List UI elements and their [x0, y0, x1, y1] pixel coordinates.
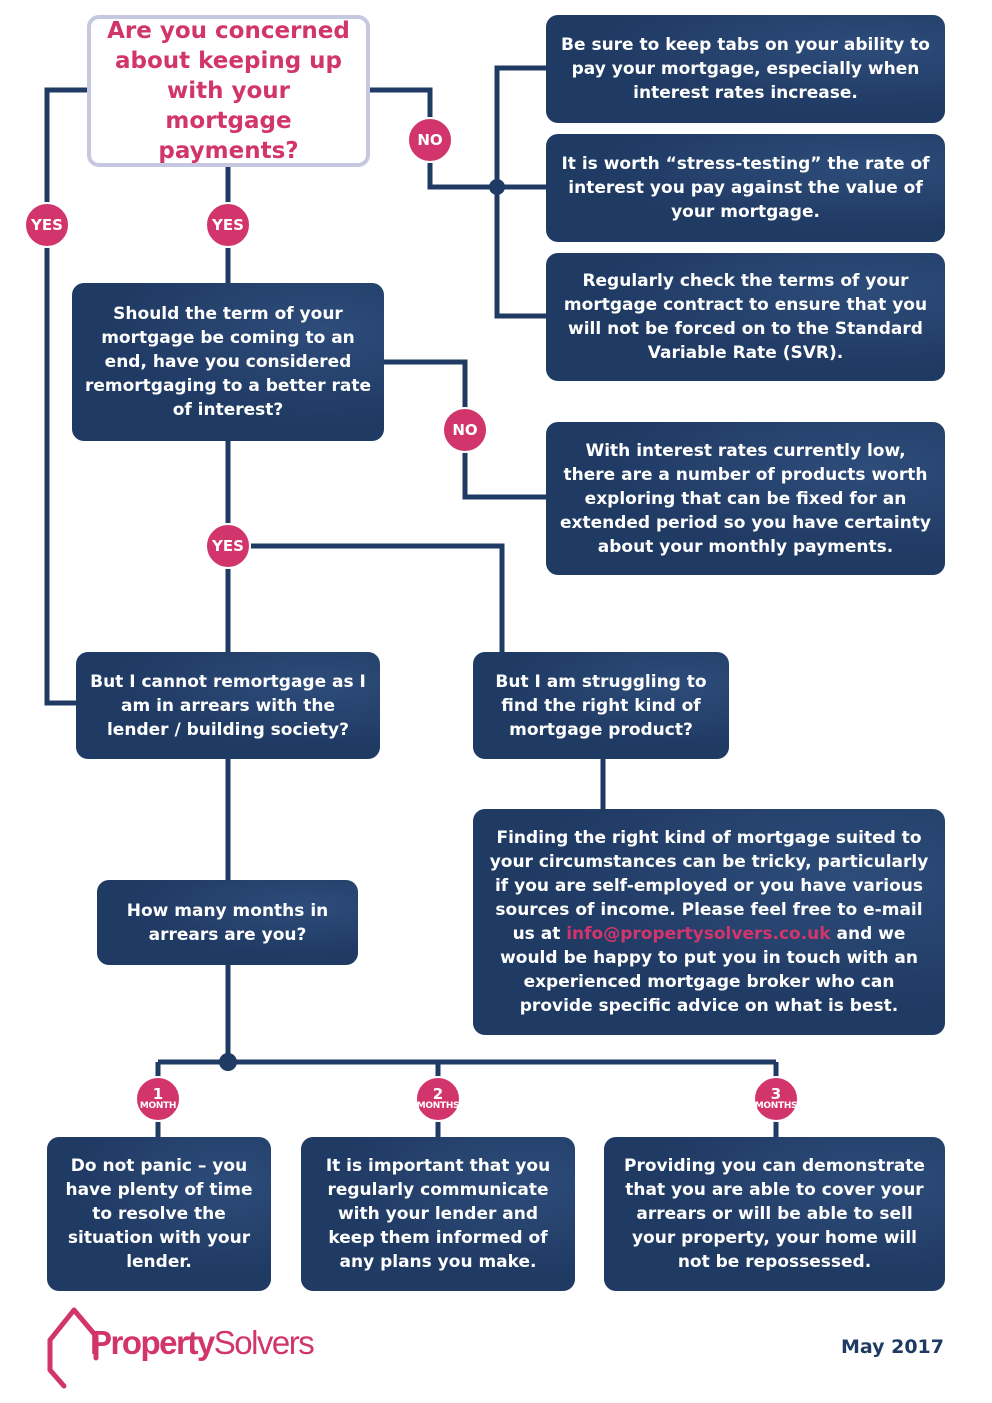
tip-keep-tabs-text: Be sure to keep tabs on your ability to … — [561, 35, 930, 103]
start-question-text: Are you concerned about keeping up with … — [107, 18, 350, 164]
badge-yes-start-label: YES — [212, 216, 244, 234]
start-question-box: Are you concerned about keeping up with … — [87, 15, 370, 167]
badge-no-remortgage-label: NO — [452, 421, 478, 439]
house-icon — [47, 1307, 99, 1389]
badge-yes-remortgage: YES — [205, 523, 251, 569]
junction-dot-tips — [489, 179, 505, 195]
badge-no-remortgage: NO — [442, 407, 488, 453]
remortgage-question-box: Should the term of your mortgage be comi… — [72, 283, 384, 441]
months-question-text: How many months in arrears are you? — [126, 900, 329, 945]
advice-part2: and we would be happy to put you in touc… — [500, 924, 918, 1016]
brand-part1: Property — [90, 1324, 215, 1361]
badge-yes-start: YES — [205, 202, 251, 248]
badge-no-start: NO — [407, 117, 453, 163]
badge-3-months: 3 MONTHS — [753, 1076, 799, 1122]
outcome-3-months-text: Providing you can demonstrate that you a… — [624, 1156, 925, 1272]
outcome-2-months-text: It is important that you regularly commu… — [325, 1156, 551, 1272]
badge-3-number: 3 — [770, 1085, 782, 1103]
badge-2-months: 2 MONTHS — [415, 1076, 461, 1122]
outcome-box-3-months: Providing you can demonstrate that you a… — [604, 1137, 945, 1291]
badge-yes-left: YES — [24, 202, 70, 248]
publication-date: May 2017 — [840, 1336, 944, 1358]
property-solvers-logo: PropertySolvers — [44, 1300, 324, 1390]
junction-dot-months — [219, 1053, 237, 1071]
tip-box-keep-tabs: Be sure to keep tabs on your ability to … — [546, 15, 945, 123]
brand-part2: Solvers — [213, 1324, 315, 1361]
outcome-box-1-month: Do not panic – you have plenty of time t… — [47, 1137, 271, 1291]
tip-stress-test-text: It is worth “stress-testing” the rate of… — [561, 154, 930, 222]
connector-start-yes-left — [44, 87, 90, 706]
outcome-1-month-text: Do not panic – you have plenty of time t… — [65, 1156, 253, 1272]
advice-part1: Finding the right kind of mortgage suite… — [489, 828, 929, 944]
tip-check-terms-text: Regularly check the terms of your mortga… — [563, 271, 928, 363]
struggling-question-text: But I am struggling to find the right ki… — [495, 671, 707, 740]
badge-2-unit: MONTHS — [416, 1101, 460, 1111]
struggling-question-box: But I am struggling to find the right ki… — [473, 652, 729, 759]
tip-box-stress-test: It is worth “stress-testing” the rate of… — [546, 134, 945, 242]
badge-1-unit: MONTH — [139, 1101, 177, 1111]
badge-1-number: 1 — [152, 1085, 164, 1103]
badge-yes-remortgage-label: YES — [212, 537, 244, 555]
tip-box-fixed-products: With interest rates currently low, there… — [546, 422, 945, 575]
badge-yes-left-label: YES — [31, 216, 63, 234]
badge-no-start-label: NO — [417, 131, 443, 149]
email-link[interactable]: info@propertysolvers.co.uk — [566, 924, 831, 944]
badge-2-number: 2 — [432, 1085, 444, 1103]
outcome-box-2-months: It is important that you regularly commu… — [301, 1137, 575, 1291]
connector-tips-bus — [494, 65, 548, 319]
tip-box-check-terms: Regularly check the terms of your mortga… — [546, 253, 945, 381]
brand-name: PropertySolvers — [90, 1324, 315, 1362]
connector-yes-struggling — [228, 543, 505, 655]
badge-1-month: 1 MONTH — [135, 1076, 181, 1122]
tip-fixed-products-text: With interest rates currently low, there… — [559, 440, 932, 557]
months-question-box: How many months in arrears are you? — [97, 880, 358, 965]
arrears-question-text: But I cannot remortgage as I am in arrea… — [90, 671, 366, 740]
mortgage-advice-text: Finding the right kind of mortgage suite… — [485, 826, 933, 1018]
remortgage-question-text: Should the term of your mortgage be comi… — [84, 304, 372, 420]
badge-3-unit: MONTHS — [754, 1101, 798, 1111]
mortgage-advice-box: Finding the right kind of mortgage suite… — [473, 809, 945, 1035]
arrears-question-box: But I cannot remortgage as I am in arrea… — [76, 652, 380, 759]
